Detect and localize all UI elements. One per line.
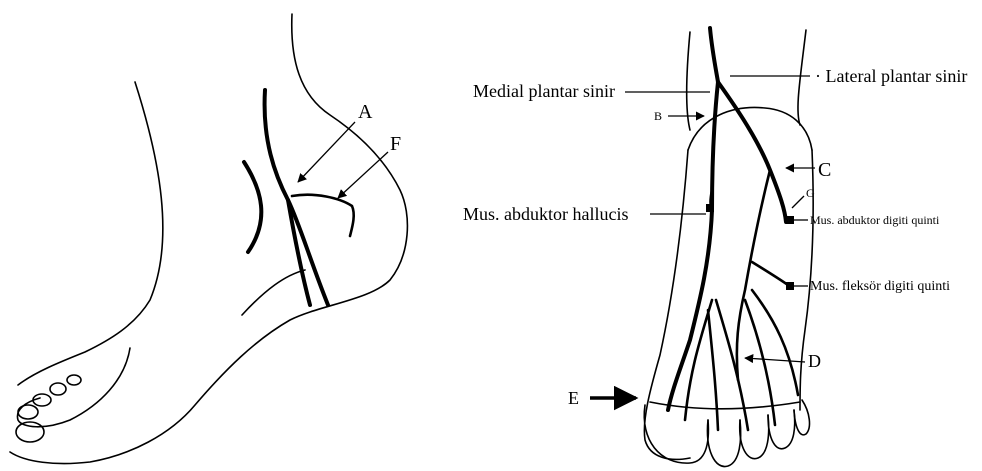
label-f: F — [390, 133, 401, 155]
toe-5 — [67, 375, 81, 385]
label-abductor-digiti-quinti: Mus. abduktor digiti quinti — [810, 213, 940, 227]
left-foot-figure: A F — [10, 14, 407, 464]
label-a: A — [358, 101, 373, 123]
label-lateral-plantar: · Lateral plantar sinir — [815, 66, 967, 86]
label-e: E — [568, 388, 579, 408]
marker-flexor-digiti-quinti — [786, 282, 794, 290]
arrow-f — [338, 152, 388, 198]
toe-2 — [18, 405, 38, 419]
arrow-d — [745, 358, 805, 362]
leg-left-outline — [687, 32, 690, 130]
medial-plantar-nerve — [668, 82, 718, 410]
big-toe-outline — [17, 348, 130, 427]
label-flexor-digiti-quinti: Mus. fleksör digiti quinti — [810, 279, 950, 294]
arrow-a — [298, 122, 355, 182]
label-b: B — [654, 109, 662, 123]
digital-branch-2 — [708, 310, 718, 430]
label-medial-plantar: Medial plantar sinir — [473, 81, 615, 101]
foot-dorsum-outline — [18, 82, 163, 385]
foot-medial-outline — [644, 150, 690, 459]
label-c: C — [818, 159, 831, 181]
flexor-quinti-branch — [752, 262, 788, 285]
digital-branch-3 — [716, 300, 748, 430]
toe-crease — [650, 402, 800, 409]
toe-4 — [50, 383, 66, 395]
marker-abductor-hallucis — [706, 204, 714, 212]
toe-3-plantar — [740, 415, 769, 459]
toe-2-plantar — [707, 420, 740, 467]
label-g: G — [806, 186, 815, 200]
toe-big-plantar — [644, 405, 708, 463]
toe-1 — [16, 422, 44, 442]
leader-g — [792, 196, 804, 208]
marker-abductor-digiti-quinti — [786, 216, 794, 224]
label-d: D — [808, 351, 821, 371]
ankle-inner-line — [242, 270, 305, 315]
label-abductor-hallucis: Mus. abduktor hallucis — [463, 204, 628, 224]
tibial-nerve-trunk — [710, 28, 718, 82]
lateral-plantar-nerve — [718, 82, 786, 222]
right-foot-figure: Medial plantar sinir · Lateral plantar s… — [463, 28, 967, 467]
leg-right-outline — [798, 30, 806, 125]
toe-4-plantar — [768, 410, 795, 449]
medial-malleolus-mark — [244, 162, 261, 252]
heel-sole-outline — [10, 14, 407, 464]
lateral-deep-branch — [737, 170, 770, 380]
toe-5-plantar — [794, 400, 809, 435]
